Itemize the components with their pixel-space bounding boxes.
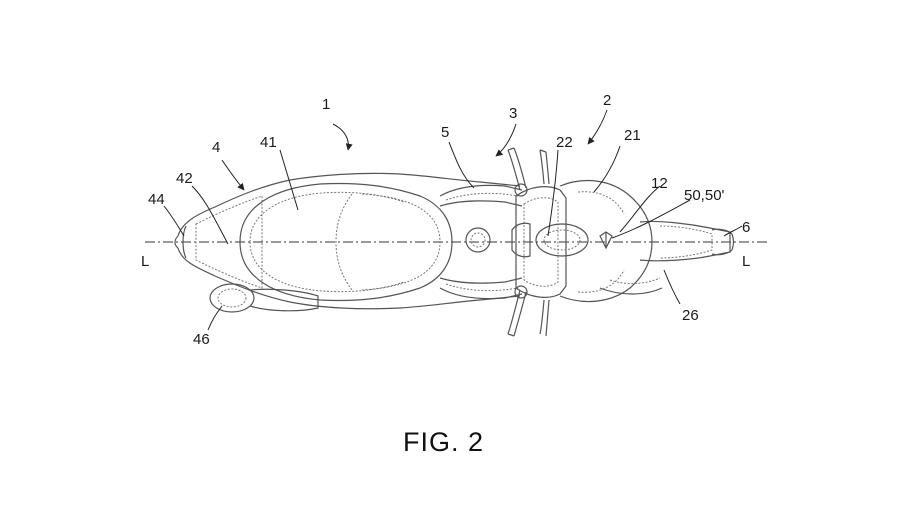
ref-label-3: 3 (509, 105, 517, 122)
ref-label-26: 26 (682, 307, 699, 324)
ref-label-42: 42 (176, 170, 193, 187)
ref-label-50-50prime: 50,50' (684, 187, 725, 204)
reference-labels: 1 2 3 4 5 6 12 21 22 26 41 42 44 46 50,5… (148, 92, 750, 348)
ref-label-1: 1 (322, 96, 330, 113)
figure-caption: FIG. 2 (403, 427, 484, 457)
ref-label-2: 2 (603, 92, 611, 109)
ref-label-5: 5 (441, 124, 449, 141)
axis-label-left: L (141, 253, 149, 270)
ref-label-41: 41 (260, 134, 277, 151)
ref-label-6: 6 (742, 219, 750, 236)
ref-label-21: 21 (624, 127, 641, 144)
leader-lines (163, 109, 743, 331)
ref-label-4: 4 (212, 139, 220, 156)
vehicle-drawing (174, 147, 735, 337)
ref-label-22: 22 (556, 134, 573, 151)
ref-label-12: 12 (651, 175, 668, 192)
axis-label-right: L (742, 253, 750, 270)
ref-label-46: 46 (193, 331, 210, 348)
ref-label-44: 44 (148, 191, 165, 208)
